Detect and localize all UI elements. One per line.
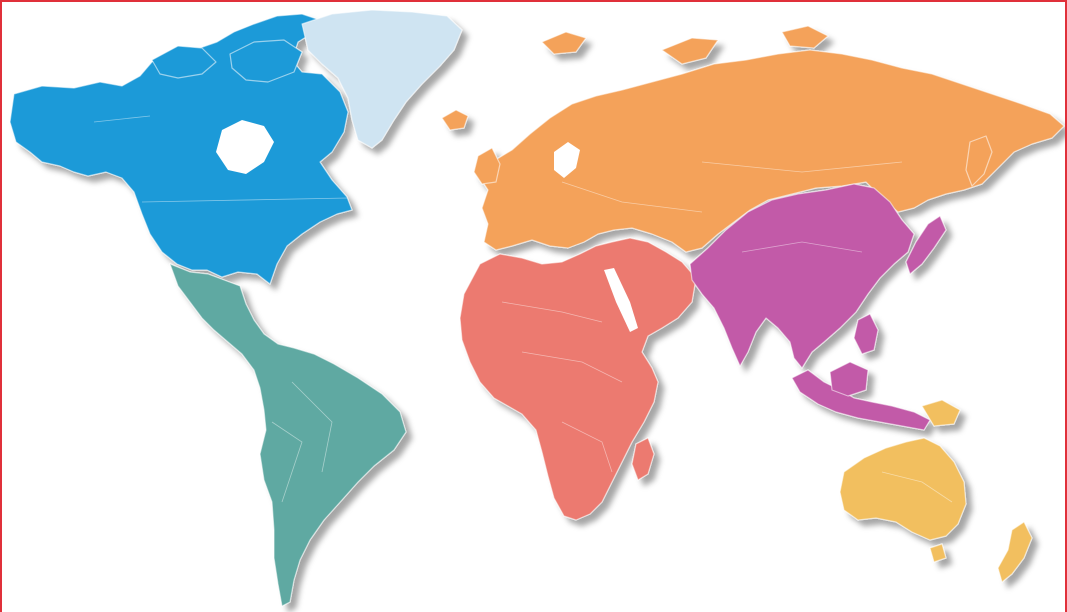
region-new-zealand [997,521,1033,583]
baltic-sea [554,142,580,178]
region-madagascar [631,437,655,481]
region-iceland [441,109,469,131]
region-borneo [829,361,869,397]
red-sea [604,268,638,332]
region-africa-middle-east [459,237,697,521]
region-svalbard [541,31,587,55]
region-tasmania [929,543,947,563]
region-novaya-zemlya [661,37,719,65]
region-arctic-islands-2 [229,39,303,83]
region-oceania [839,437,967,541]
region-europe-north-asia [479,49,1065,253]
region-central-south-america [169,263,407,607]
region-greenland [301,9,463,149]
region-japan [905,215,947,275]
region-kamchatka [965,135,993,187]
region-new-guinea [921,399,961,427]
region-philippines [853,313,879,355]
region-uk [473,147,501,185]
hudson-bay [216,120,274,174]
region-arctic-islands [151,45,217,79]
region-south-east-asia [689,183,915,369]
region-siberian-islands [781,25,829,49]
country-borders [93,115,953,503]
